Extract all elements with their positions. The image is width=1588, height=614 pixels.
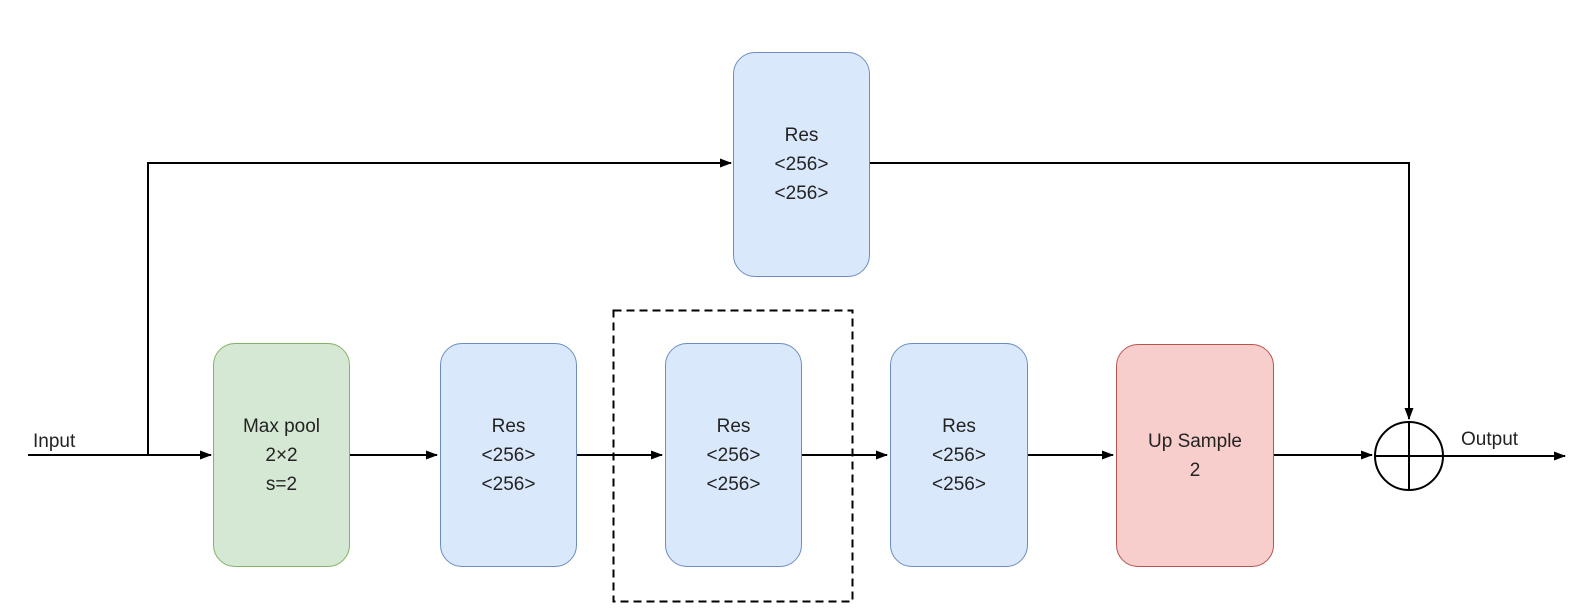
node-up-sample: Up Sample 2 <box>1116 344 1274 567</box>
node-res-skip: Res <256> <256> <box>733 52 870 277</box>
node-res-skip-label: Res <256> <256> <box>774 125 829 204</box>
sum-junction-icon <box>1374 421 1444 491</box>
node-up-sample-label: Up Sample 2 <box>1148 430 1242 481</box>
node-res-3-label: Res <256> <256> <box>932 415 986 495</box>
node-res-2-label: Res <256> <256> <box>706 415 761 495</box>
node-res-1-label: Res <256> <256> <box>481 415 536 495</box>
node-max-pool-label: Max pool 2×2 s=2 <box>242 415 321 495</box>
node-res-3: Res <256> <256> <box>890 343 1028 567</box>
node-res-2: Res <256> <256> <box>665 343 802 567</box>
node-max-pool: Max pool 2×2 s=2 <box>213 343 350 567</box>
plus-cross-icon <box>1375 422 1443 490</box>
node-res-1: Res <256> <256> <box>440 343 577 567</box>
edge-skip-return-to-sum <box>869 162 1414 420</box>
output-label: Output <box>1459 429 1521 450</box>
edge-skip-branch-to-res <box>147 158 732 455</box>
input-label: Input <box>31 431 78 452</box>
